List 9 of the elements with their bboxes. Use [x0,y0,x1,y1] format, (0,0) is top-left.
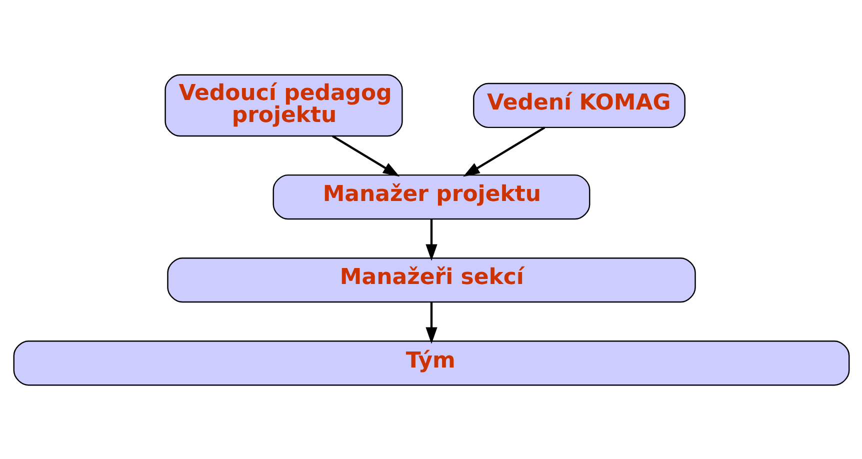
arrow [425,218,437,260]
node-box: Tým [12,340,850,386]
node-box: Manažeři sekcí [166,256,696,302]
node-box: Vedoucí pedagog projektu [164,74,402,136]
arrow [331,134,400,176]
arrow [462,126,545,176]
node-box: Manažer projektu [272,174,590,220]
arrow [425,302,437,344]
node-box: Vedení KOMAG [472,82,685,128]
